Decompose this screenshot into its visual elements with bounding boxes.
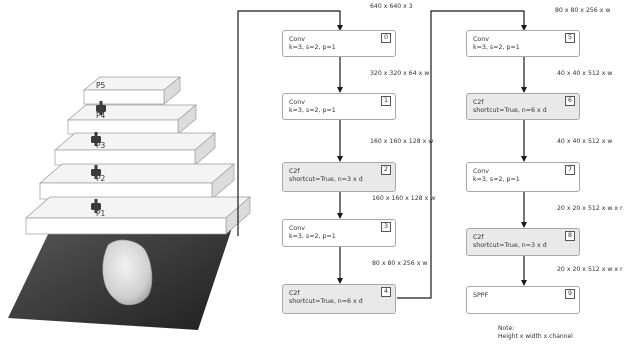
node-2: C2f shortcut=True, n=3 x d 2: [282, 162, 396, 192]
node-name: Conv: [289, 225, 395, 233]
node-name: C2f: [473, 99, 579, 107]
shape-label-3: 160 x 160 x 128 x w: [372, 195, 435, 202]
node-params: shortcut=True, n=6 x d: [289, 298, 395, 306]
node-params: shortcut=True, n=6 x d: [473, 107, 579, 115]
shape-label-4: 80 x 80 x 256 x w: [372, 260, 427, 267]
node-index: 6: [565, 96, 575, 106]
node-name: Conv: [473, 168, 579, 176]
node-params: shortcut=True, n=3 x d: [289, 176, 395, 184]
node-7: Conv k=3, s=2, p=1 7: [466, 162, 580, 192]
node-name: Conv: [289, 99, 395, 107]
node-5: Conv k=3, s=2, p=1 5: [466, 30, 580, 57]
node-index: 4: [381, 287, 391, 297]
shape-label-input: 640 x 640 x 3: [370, 3, 413, 10]
shape-label-1: 320 x 320 x 64 x w: [370, 70, 429, 77]
node-name: C2f: [289, 290, 395, 298]
node-index: 2: [381, 165, 391, 175]
node-params: k=3, s=2, p=1: [473, 176, 579, 184]
node-4: C2f shortcut=True, n=6 x d 4: [282, 284, 396, 314]
node-name: Conv: [289, 36, 395, 44]
node-params: shortcut=True, n=3 x d: [473, 242, 579, 250]
node-index: 5: [565, 33, 575, 43]
node-name: Conv: [473, 36, 579, 44]
node-params: k=3, s=2, p=1: [473, 44, 579, 52]
shape-label-2: 160 x 160 x 128 x w: [370, 138, 433, 145]
node-index: 1: [381, 96, 391, 106]
node-name: C2f: [289, 168, 395, 176]
legend-note: Note: Height x width x channel: [498, 325, 573, 340]
node-index: 3: [381, 222, 391, 232]
node-name: SPPF: [473, 292, 579, 300]
note-title: Note:: [498, 325, 573, 333]
node-9: SPPF 9: [466, 286, 580, 314]
shape-label-8: 20 x 20 x 512 x w x r: [557, 205, 623, 212]
shape-label-9: 20 x 20 x 512 x w x r: [557, 266, 623, 273]
node-6: C2f shortcut=True, n=6 x d 6: [466, 93, 580, 120]
node-index: 7: [565, 165, 575, 175]
shape-label-5: 80 x 80 x 256 x w: [555, 7, 610, 14]
node-name: C2f: [473, 234, 579, 242]
node-params: k=3, s=2, p=1: [289, 107, 395, 115]
node-0: Conv k=3, s=2, p=1 0: [282, 30, 396, 57]
node-8: C2f shortcut=True, n=3 x d 8: [466, 228, 580, 256]
node-params: k=3, s=2, p=1: [289, 233, 395, 241]
node-1: Conv k=3, s=2, p=1 1: [282, 93, 396, 120]
node-index: 9: [565, 289, 575, 299]
shape-label-7: 40 x 40 x 512 x w: [557, 138, 612, 145]
node-3: Conv k=3, s=2, p=1 3: [282, 219, 396, 247]
node-index: 0: [381, 33, 391, 43]
shape-label-6: 40 x 40 x 512 x w: [557, 70, 612, 77]
node-index: 8: [565, 231, 575, 241]
node-params: k=3, s=2, p=1: [289, 44, 395, 52]
note-text: Height x width x channel: [498, 333, 573, 341]
